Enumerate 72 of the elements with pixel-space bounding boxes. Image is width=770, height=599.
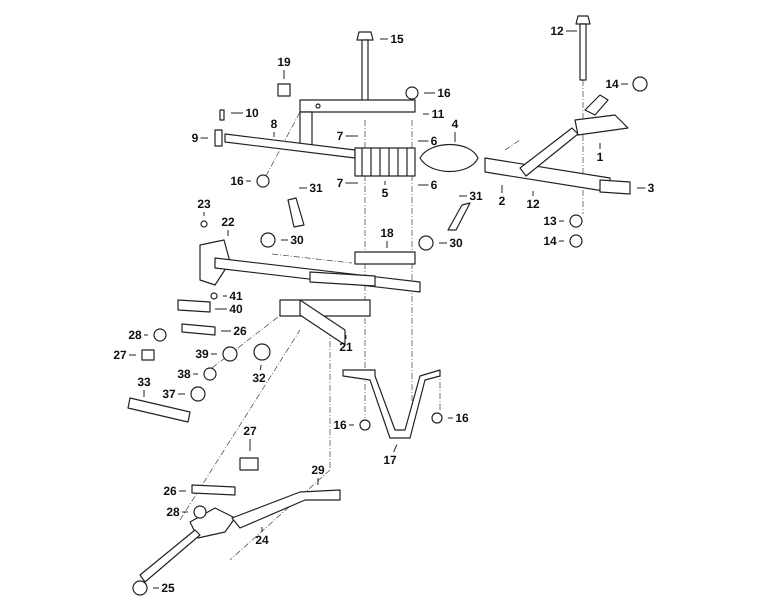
callout-number: 21 xyxy=(339,340,353,354)
callout-number: 12 xyxy=(526,197,540,211)
callout-number: 14 xyxy=(605,77,619,91)
callout-number: 14 xyxy=(543,234,557,248)
leader-line xyxy=(418,140,429,142)
callout-number: 3 xyxy=(648,181,654,195)
callout-number: 39 xyxy=(195,347,209,361)
leader-line xyxy=(260,364,262,370)
callout-number: 8 xyxy=(270,117,278,131)
callout-number: 25 xyxy=(161,581,175,595)
leader-line xyxy=(438,242,448,244)
callout-number: 5 xyxy=(382,186,388,200)
leader-line xyxy=(128,354,136,356)
leader-line xyxy=(220,330,232,332)
leader-line xyxy=(230,112,244,114)
callout-number: 15 xyxy=(390,32,404,46)
callout-number: 41 xyxy=(229,289,243,303)
leader-line xyxy=(558,220,564,222)
leader-line xyxy=(178,490,186,492)
leader-line xyxy=(418,184,429,186)
leader-line xyxy=(380,38,388,40)
callout-number: 23 xyxy=(197,197,211,211)
leader-line xyxy=(246,180,252,182)
callout-number: 40 xyxy=(229,302,243,316)
callout-number: 16 xyxy=(455,411,469,425)
leader-line xyxy=(532,190,534,196)
callout-number: 6 xyxy=(430,134,438,148)
callout-number: 16 xyxy=(437,86,451,100)
leader-line xyxy=(144,334,148,336)
leader-line xyxy=(558,240,564,242)
callout-number: 11 xyxy=(432,107,444,121)
callout-number: 16 xyxy=(333,418,347,432)
leader-line xyxy=(348,424,354,426)
callout-number: 13 xyxy=(543,214,557,228)
callout-number: 37 xyxy=(162,387,176,401)
leader-line xyxy=(393,444,398,452)
callout-number: 19 xyxy=(277,55,291,69)
leader-line xyxy=(384,180,386,186)
callout-number: 10 xyxy=(245,106,259,120)
callout-number: 18 xyxy=(380,226,394,240)
leader-line xyxy=(214,308,228,310)
callout-number: 22 xyxy=(221,215,235,229)
callout-number: 7 xyxy=(336,129,344,143)
callout-number: 27 xyxy=(243,424,257,438)
callout-number: 26 xyxy=(163,484,177,498)
leader-line xyxy=(345,182,358,184)
callout-number: 16 xyxy=(230,174,244,188)
callout-number: 28 xyxy=(166,505,180,519)
leader-line xyxy=(566,30,578,32)
callout-number: 31 xyxy=(469,189,483,203)
callout-number: 30 xyxy=(449,236,463,250)
callout-number: 31 xyxy=(309,181,323,195)
callout-number: 27 xyxy=(113,348,127,362)
callout-number: 6 xyxy=(430,178,438,192)
callout-number: 30 xyxy=(290,233,304,247)
leader-line xyxy=(454,132,456,142)
callout-number: 2 xyxy=(498,194,506,208)
callout-number: 17 xyxy=(383,453,397,467)
callout-number: 24 xyxy=(255,533,269,547)
callout-number: 4 xyxy=(452,117,458,131)
callout-number: 1 xyxy=(596,150,604,164)
leader-line xyxy=(424,92,436,94)
callout-number: 29 xyxy=(311,463,325,477)
callout-number: 32 xyxy=(252,371,266,385)
callout-number: 9 xyxy=(192,131,198,145)
callout-number: 28 xyxy=(128,328,142,342)
callout-number: 7 xyxy=(336,176,344,190)
callout-number: 33 xyxy=(137,375,151,389)
leader-line xyxy=(386,240,388,248)
callout-number: 38 xyxy=(177,367,191,381)
callout-number: 26 xyxy=(233,324,247,338)
callout-number: 12 xyxy=(550,24,564,38)
